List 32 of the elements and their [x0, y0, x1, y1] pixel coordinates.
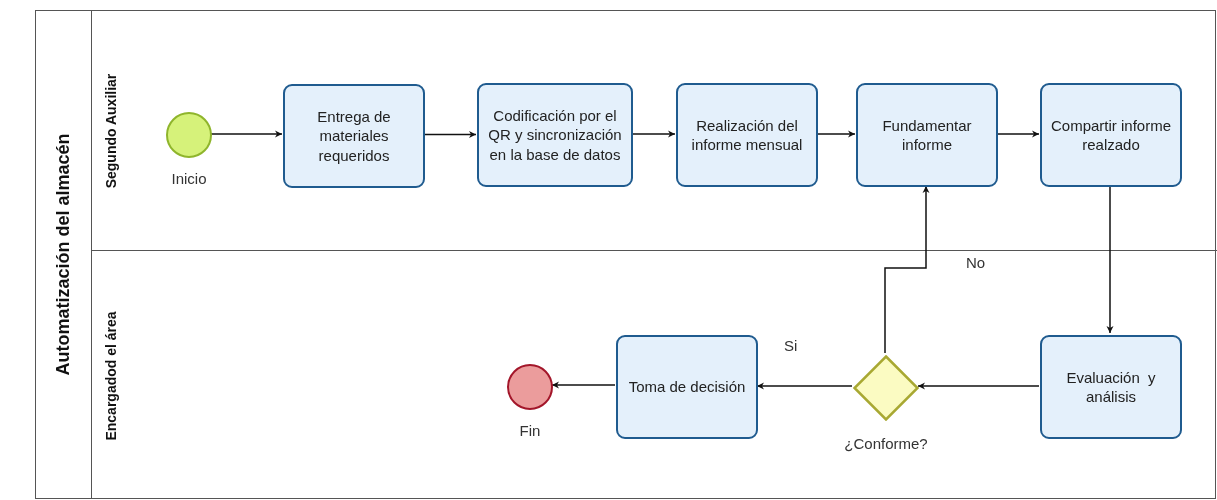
lane-title: Segundo Auxiliar — [103, 73, 119, 188]
task-box — [856, 83, 998, 187]
task-label: Evaluación y análisis — [1065, 367, 1157, 407]
task-box — [283, 84, 425, 188]
task-label: Toma de decisión — [628, 377, 746, 397]
edge-label: Si — [782, 337, 800, 354]
arrow — [551, 381, 616, 389]
pool-frame — [35, 10, 1216, 499]
arrow — [756, 382, 853, 390]
node-caption: ¿Conforme? — [844, 435, 928, 452]
node-caption: Inicio — [171, 170, 207, 187]
node-caption: Fin — [519, 422, 541, 439]
task-box — [1040, 335, 1182, 439]
arrow — [210, 130, 283, 138]
arrow — [884, 185, 930, 354]
task-label: Codificación por el QR y sincronización en la base de datos — [487, 105, 623, 165]
task-box — [676, 83, 818, 187]
task-box — [1040, 83, 1182, 187]
task-box — [477, 83, 633, 187]
task-label: Fundamentar informe — [881, 115, 973, 155]
arrow — [631, 130, 676, 138]
arrow — [1106, 185, 1114, 334]
arrow — [917, 382, 1040, 390]
arrow — [816, 130, 856, 138]
task-label: Entrega de materiales requeridos — [316, 106, 392, 166]
lane-title: Encargadod el área — [103, 310, 119, 441]
arrow — [423, 131, 477, 138]
task-box — [616, 335, 758, 439]
pool-title: Automatización del almacén — [53, 133, 74, 376]
task-label: Compartir informe realzado — [1050, 115, 1172, 155]
task-label: Realización del informe mensual — [690, 115, 804, 155]
arrow — [996, 130, 1040, 138]
